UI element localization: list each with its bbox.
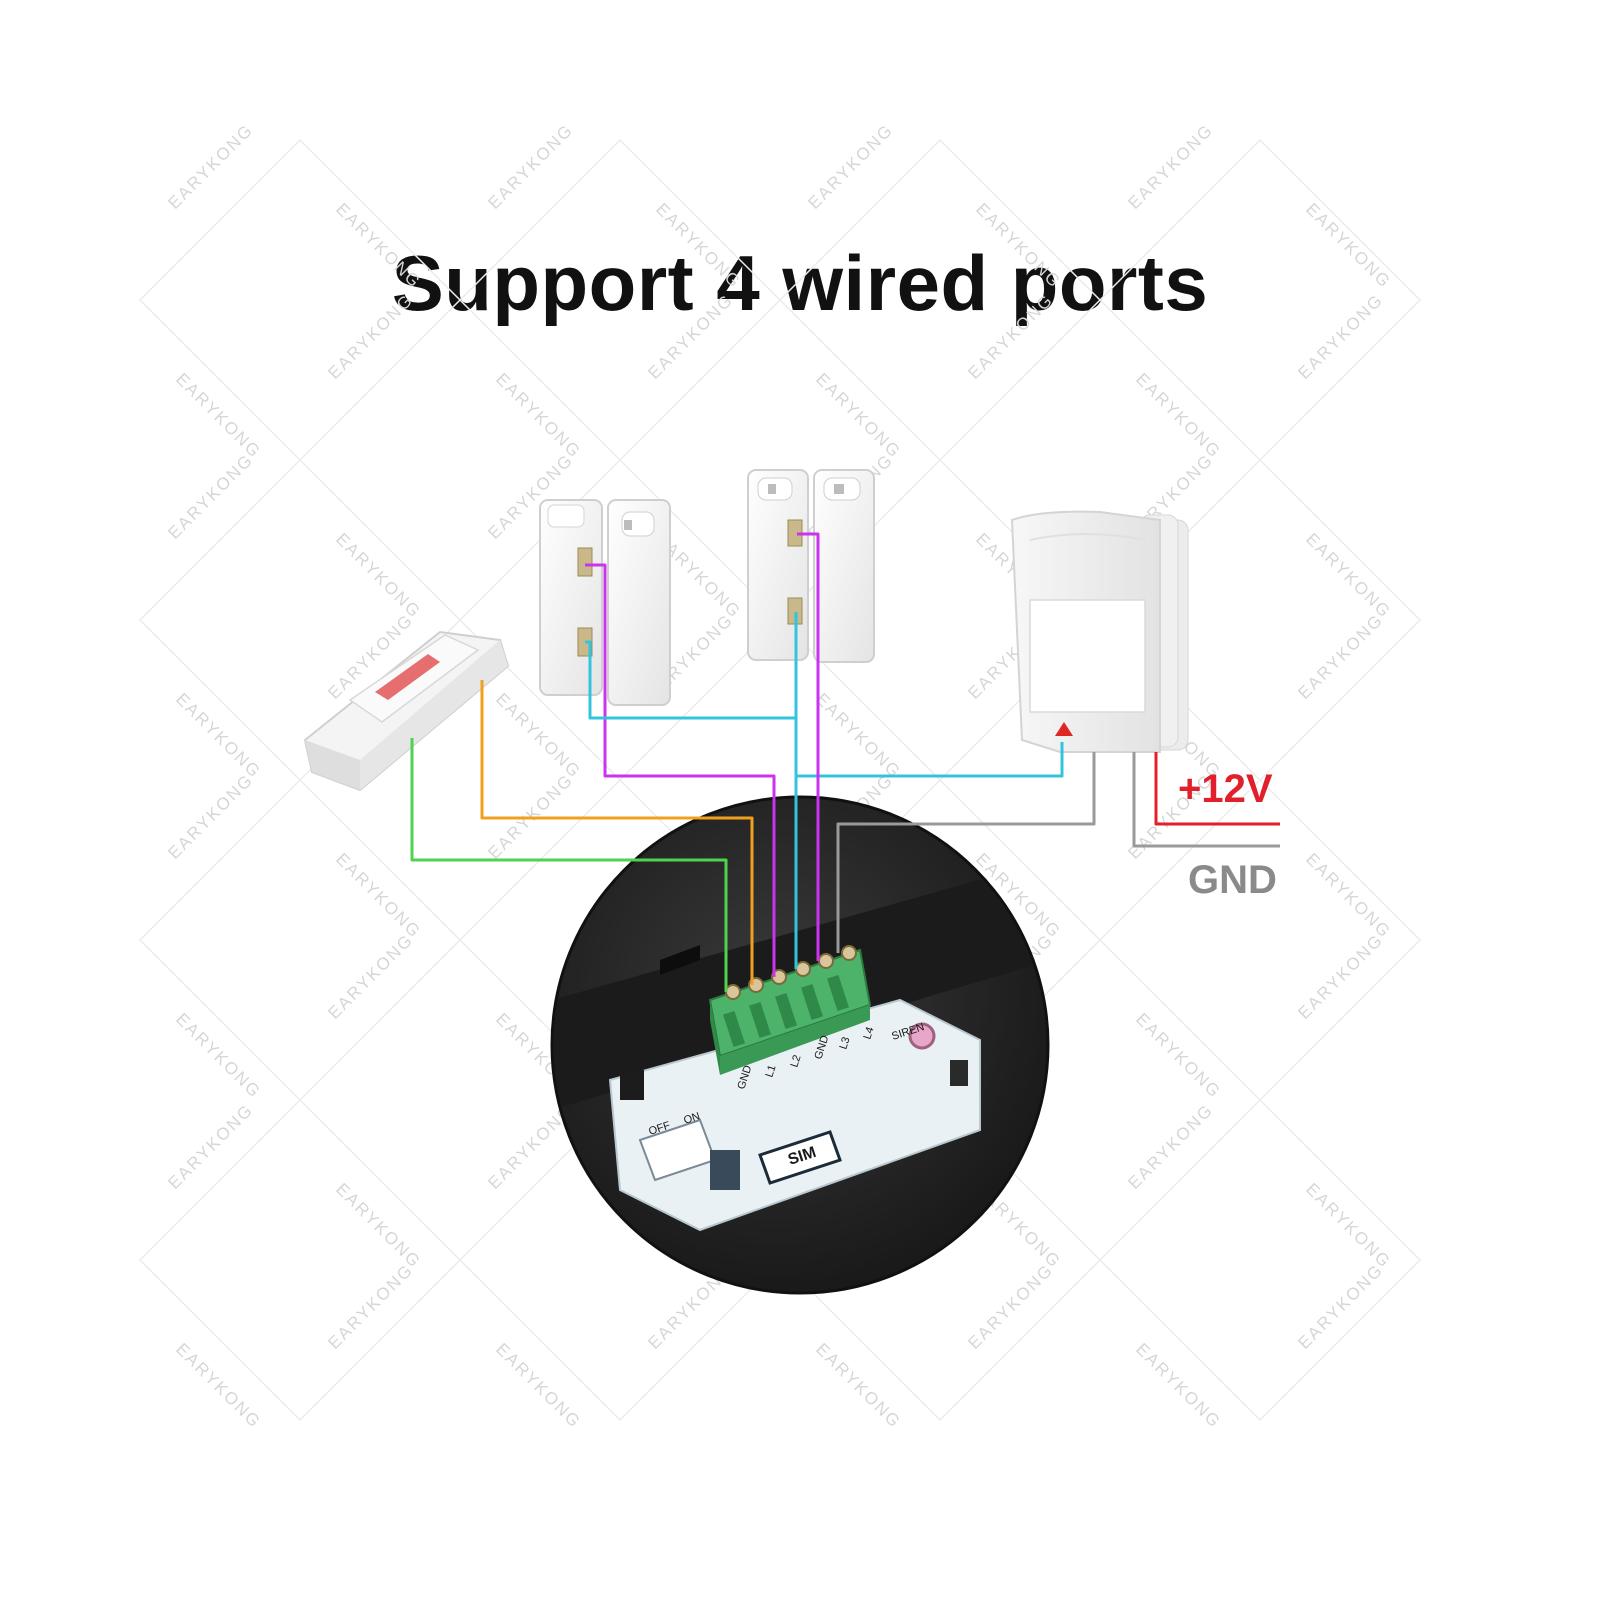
- wire-magenta-2: [797, 532, 820, 961]
- watermark-text: EARYKONG: [812, 1339, 905, 1432]
- watermark-text: EARYKONG: [1124, 120, 1217, 213]
- wire-magenta-1: [585, 563, 776, 977]
- pir-motion-detector: [1010, 510, 1189, 753]
- wire-cyan-pir: [796, 742, 1064, 778]
- watermark-text: EARYKONG: [964, 1260, 1057, 1353]
- watermark-text: EARYKONG: [1302, 849, 1395, 942]
- watermark-text: EARYKONG: [172, 1009, 265, 1102]
- watermark-text: EARYKONG: [1294, 290, 1387, 383]
- watermark-text: EARYKONG: [172, 1339, 265, 1432]
- switch-label-on: ON: [682, 1110, 701, 1127]
- terminal-label-l1: L1: [763, 1064, 778, 1079]
- watermark-text: EARYKONG: [324, 930, 417, 1023]
- watermark-text: EARYKONG: [1302, 1179, 1395, 1272]
- watermark-text: EARYKONG: [164, 450, 257, 543]
- wire-gray-gnd: [1132, 752, 1280, 848]
- door-sensor-2: [747, 469, 875, 663]
- watermark-text: EARYKONG: [324, 290, 417, 383]
- terminal-label-l4: L4: [861, 1026, 876, 1041]
- watermark-text: EARYKONG: [484, 770, 577, 863]
- wire-orange: [480, 680, 754, 985]
- wire-gray: [836, 752, 1096, 953]
- page-title: Support 4 wired ports: [391, 239, 1209, 327]
- led-indicator-icon: [1055, 722, 1073, 736]
- watermark-text: EARYKONG: [644, 290, 737, 383]
- sim-slot: [758, 1130, 842, 1185]
- watermark-text: EARYKONG: [332, 849, 425, 942]
- watermark-text: EARYKONG: [1132, 1339, 1225, 1432]
- watermark-text: EARYKONG: [332, 1179, 425, 1272]
- watermark-text: EARYKONG: [1302, 199, 1395, 292]
- watermark-text: EARYKONG: [804, 120, 897, 213]
- watermark-text: EARYKONG: [964, 290, 1057, 383]
- door-sensor-1: [539, 499, 671, 706]
- terminal-label-l3: L3: [837, 1036, 852, 1051]
- wire-green: [410, 738, 728, 992]
- watermark-text: EARYKONG: [332, 529, 425, 622]
- watermark-text: EARYKONG: [972, 199, 1065, 292]
- watermark-text: EARYKONG: [812, 369, 905, 462]
- watermark-text: EARYKONG: [172, 689, 265, 782]
- exit-label-icon: [375, 654, 440, 700]
- wires: [410, 532, 1280, 992]
- watermark-text: EARYKONG: [492, 689, 585, 782]
- terminal-block: [708, 945, 872, 1075]
- watermark-text: EARYKONG: [332, 199, 425, 292]
- watermark-text: EARYKONG: [1302, 529, 1395, 622]
- wire-cyan-door1: [585, 640, 796, 720]
- watermark-text: EARYKONG: [164, 1100, 257, 1193]
- watermark-text: EARYKONG: [1132, 369, 1225, 462]
- watermark-text: EARYKONG: [1124, 1100, 1217, 1193]
- watermark-text: EARYKONG: [164, 770, 257, 863]
- watermark-text: EARYKONG: [172, 369, 265, 462]
- watermark-text: EARYKONG: [324, 1260, 417, 1353]
- watermark-text: EARYKONG: [1294, 930, 1387, 1023]
- plus-12v-label: +12V: [1178, 767, 1273, 811]
- watermark-text: EARYKONG: [484, 120, 577, 213]
- exit-button: [303, 630, 510, 792]
- gnd-label: GND: [1188, 858, 1277, 902]
- watermark-text: EARYKONG: [652, 199, 745, 292]
- watermark-text: EARYKONG: [164, 120, 257, 213]
- watermark-text: EARYKONG: [1294, 610, 1387, 703]
- alarm-panel: GND L1 L2 GND L3 L4 SIREN SIM OFF ON: [550, 795, 1050, 1295]
- terminal-label-l2: L2: [788, 1054, 803, 1069]
- watermark-text: EARYKONG: [492, 369, 585, 462]
- watermark-text: EARYKONG: [812, 689, 905, 782]
- circuit-board: [608, 998, 981, 1232]
- wire-red: [1154, 752, 1280, 826]
- watermark-text: EARYKONG: [492, 1339, 585, 1432]
- watermark-text: EARYKONG: [1132, 1009, 1225, 1102]
